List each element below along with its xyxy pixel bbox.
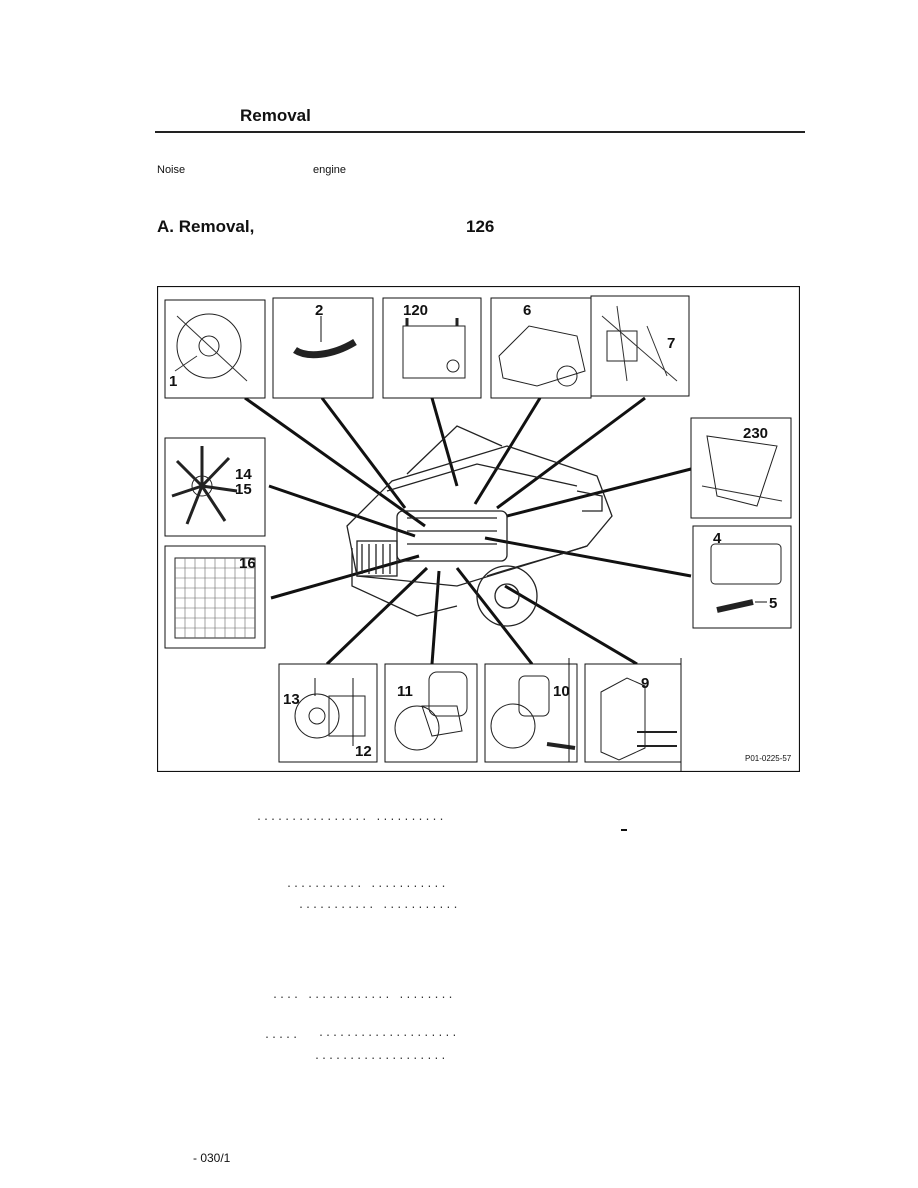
panel-10 bbox=[484, 658, 578, 763]
callout-1: 1 bbox=[169, 373, 177, 390]
callout-10: 10 bbox=[553, 683, 570, 700]
callout-230: 230 bbox=[743, 425, 768, 442]
header-rule bbox=[155, 131, 805, 133]
panel-6 bbox=[490, 297, 592, 399]
leader-row-6: .................... bbox=[318, 1028, 459, 1039]
callout-120: 120 bbox=[403, 302, 428, 319]
panel-14-15 bbox=[164, 437, 266, 537]
panel-13-12 bbox=[278, 663, 378, 763]
section-heading: A. Removal, bbox=[157, 217, 255, 236]
panel-16 bbox=[164, 545, 266, 649]
section-model: 126 bbox=[466, 217, 495, 236]
leader-row-2: ........... ........... bbox=[286, 879, 448, 890]
engine-components-figure: 1 2 120 6 7 14 15 16 bbox=[157, 286, 800, 772]
panel-1 bbox=[164, 299, 266, 399]
dash-mark bbox=[621, 829, 627, 831]
panel-4-5 bbox=[692, 525, 792, 629]
callout-13: 13 bbox=[283, 691, 300, 708]
figure-frame bbox=[157, 286, 800, 772]
callout-16: 16 bbox=[239, 555, 256, 572]
leader-row-5: ..... bbox=[264, 1030, 300, 1041]
callout-2: 2 bbox=[315, 302, 323, 319]
callout-5: 5 bbox=[769, 595, 777, 612]
callout-9: 9 bbox=[641, 675, 649, 692]
panel-7 bbox=[590, 295, 690, 397]
panel-11 bbox=[384, 663, 478, 763]
intro-text-left: Noise bbox=[157, 164, 186, 176]
callout-4: 4 bbox=[713, 530, 722, 547]
leader-row-7: ................... bbox=[314, 1051, 448, 1062]
leader-lines bbox=[244, 396, 692, 666]
intro-text-right: engine bbox=[313, 164, 347, 176]
panel-9 bbox=[584, 658, 682, 772]
callout-14: 14 bbox=[235, 466, 252, 483]
callout-15: 15 bbox=[235, 481, 252, 498]
leader-row-1: ................ .......... bbox=[256, 812, 446, 823]
callout-7: 7 bbox=[667, 335, 675, 352]
callout-11: 11 bbox=[397, 683, 413, 700]
leader-row-3: ........... ........... bbox=[298, 900, 460, 911]
page-number: - 030/1 bbox=[193, 1151, 231, 1165]
callout-12: 12 bbox=[355, 743, 372, 760]
leader-row-4: .... ............ ........ bbox=[272, 990, 455, 1001]
page-title: Removal bbox=[240, 106, 311, 125]
panel-2 bbox=[272, 297, 374, 399]
figure-reference: P01-0225-57 bbox=[745, 754, 792, 763]
car-illustration bbox=[346, 425, 613, 627]
panel-230 bbox=[690, 417, 792, 519]
callout-6: 6 bbox=[523, 302, 531, 319]
panel-120 bbox=[382, 297, 482, 399]
